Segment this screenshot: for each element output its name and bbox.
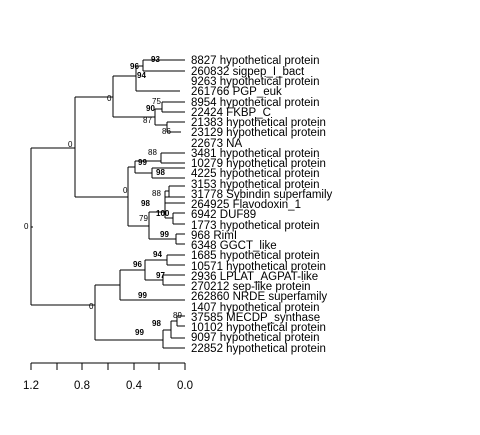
leaf-label: 23129 hypothetical protein	[191, 127, 326, 139]
branch-upper	[74, 96, 128, 198]
tree-branches	[30, 59, 185, 349]
branch-lower	[94, 254, 185, 349]
support-values: 93 96 94 0 75 90 87 86 0 88 99 98 0 88 9…	[24, 55, 182, 337]
leaf-label: 31778 Sybindin superfamily	[191, 189, 333, 201]
support-value: 0	[107, 94, 112, 103]
support-value: 0	[123, 186, 128, 195]
support-value: 99	[138, 158, 147, 167]
support-value: 96	[130, 62, 139, 71]
axis-tick-label: 0.0	[177, 380, 193, 392]
support-value: 100	[156, 209, 170, 218]
leaf-label: 3153 hypothetical protein	[191, 179, 320, 191]
leaf-label: 1685 hypothetical protein	[191, 250, 320, 262]
leaf-label: 270212 sep-like protein	[191, 281, 311, 293]
leaf-label: 10102 hypothetical protein	[191, 322, 326, 334]
leaf-label: 8827 hypothetical protein	[191, 55, 320, 67]
support-value: 93	[151, 55, 160, 64]
leaf-label: 4225 hypothetical protein	[191, 168, 320, 180]
support-value: 98	[141, 199, 150, 208]
leaf-label: 1773 hypothetical protein	[191, 220, 320, 232]
support-value: 97	[156, 271, 165, 280]
leaf-label: 22673 NA	[191, 138, 242, 150]
leaf-label: 22424 FKBP_C	[191, 107, 271, 119]
support-value: 98	[156, 168, 165, 177]
leaf-label: 3481 hypothetical protein	[191, 148, 320, 160]
leaf-label: 9263 hypothetical protein	[191, 76, 320, 88]
support-value: 99	[138, 291, 147, 300]
branch-groupB-inner	[164, 185, 185, 204]
leaf-label: 262860 NRDE superfamily	[191, 291, 327, 303]
support-value: 86	[162, 127, 171, 136]
leaf-label: 2936 LPLAT_AGPAT-like	[191, 271, 318, 283]
support-value: 0	[24, 222, 29, 231]
leaf-label: 8954 hypothetical protein	[191, 97, 320, 109]
support-value: 75	[152, 97, 161, 106]
support-value: 88	[148, 148, 157, 157]
support-value: 99	[135, 328, 144, 337]
leaf-label: 9097 hypothetical protein	[191, 332, 320, 344]
leaf-label: 22852 hypothetical protein	[191, 343, 326, 355]
leaf-labels: 8827 hypothetical protein 260832 sigpep_…	[191, 55, 333, 355]
support-value: 94	[153, 250, 162, 259]
support-value: 79	[139, 214, 148, 223]
support-value: 0	[68, 140, 73, 149]
support-value: 89	[173, 311, 182, 320]
support-value: 88	[152, 189, 161, 198]
support-value: 99	[160, 230, 169, 239]
leaf-label: 968 RimI	[191, 230, 237, 242]
branch-groupA	[112, 59, 185, 133]
leaf-label: 261766 PGP_euk	[191, 86, 282, 98]
branch-root	[30, 147, 95, 306]
leaf-label: 1407 hypothetical protein	[191, 302, 320, 314]
support-value: 94	[137, 71, 146, 80]
leaf-label: 37585 MECDP_synthase	[191, 312, 320, 324]
scale-axis: 1.2 0.8 0.4 0.0	[23, 362, 193, 392]
axis-tick-label: 0.4	[126, 380, 143, 392]
leaf-label: 264925 Flavodoxin_1	[191, 199, 301, 211]
support-value: 90	[146, 104, 155, 113]
leaf-label: 10279 hypothetical protein	[191, 158, 326, 170]
support-value: 87	[143, 116, 152, 125]
support-value: 98	[152, 319, 161, 328]
support-value: 0	[89, 302, 94, 311]
leaf-label: 21383 hypothetical protein	[191, 117, 326, 129]
leaf-label: 6942 DUF89	[191, 209, 256, 221]
leaf-label: 6348 GGCT_like	[191, 240, 277, 252]
leaf-label: 10571 hypothetical protein	[191, 261, 326, 273]
axis-tick-label: 1.2	[23, 380, 39, 392]
support-value: 96	[133, 260, 142, 269]
axis-tick-label: 0.8	[74, 380, 90, 392]
branch-groupB	[127, 152, 185, 245]
leaf-label: 260832 sigpep_I_bact	[191, 66, 305, 78]
